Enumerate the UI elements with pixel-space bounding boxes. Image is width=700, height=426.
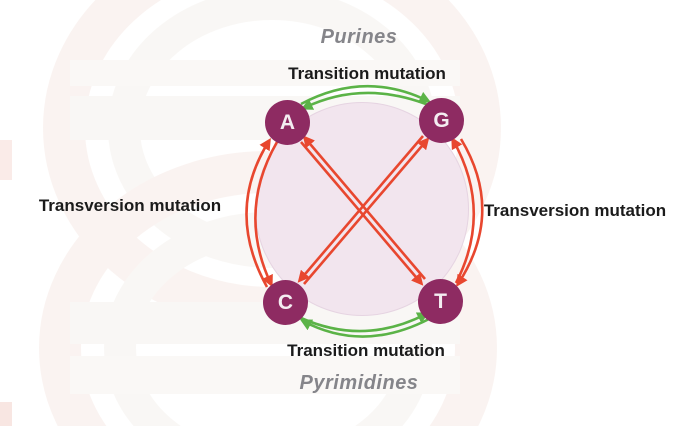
arrow-transition-t-to-c <box>299 317 430 338</box>
arrow-transition-a-to-g <box>300 84 432 106</box>
arrow-transversion-c-to-g <box>303 137 430 285</box>
node-adenine: A <box>265 100 310 145</box>
node-guanine-label: G <box>433 108 450 132</box>
arrow-transversion-a-to-t <box>300 141 424 286</box>
arrow-transition-g-to-a <box>300 91 432 110</box>
transversion-mutation-label-left: Transversion mutation <box>38 196 222 215</box>
node-adenine-label: A <box>279 110 296 134</box>
arrow-transversion-t-to-a <box>302 135 426 280</box>
node-guanine: G <box>419 98 464 143</box>
node-thymine-label: T <box>434 289 447 313</box>
arrow-transversion-a-to-c <box>254 141 279 288</box>
arrow-transversion-g-to-c <box>297 135 424 283</box>
transversion-mutation-label-right: Transversion mutation <box>483 201 667 220</box>
arrow-transversion-g-to-t <box>456 138 484 288</box>
node-thymine: T <box>418 279 463 324</box>
node-cytosine: C <box>263 280 308 325</box>
node-cytosine-label: C <box>277 290 294 314</box>
arrow-transversion-c-to-a <box>245 137 271 288</box>
transition-mutation-label-top: Transition mutation <box>288 64 446 83</box>
arrow-transition-c-to-t <box>300 312 430 333</box>
purines-group-title: Purines <box>320 26 398 48</box>
pyrimidines-group-title: Pyrimidines <box>299 372 419 394</box>
transition-mutation-label-bottom: Transition mutation <box>287 341 445 360</box>
arrow-transversion-t-to-g <box>451 136 476 284</box>
